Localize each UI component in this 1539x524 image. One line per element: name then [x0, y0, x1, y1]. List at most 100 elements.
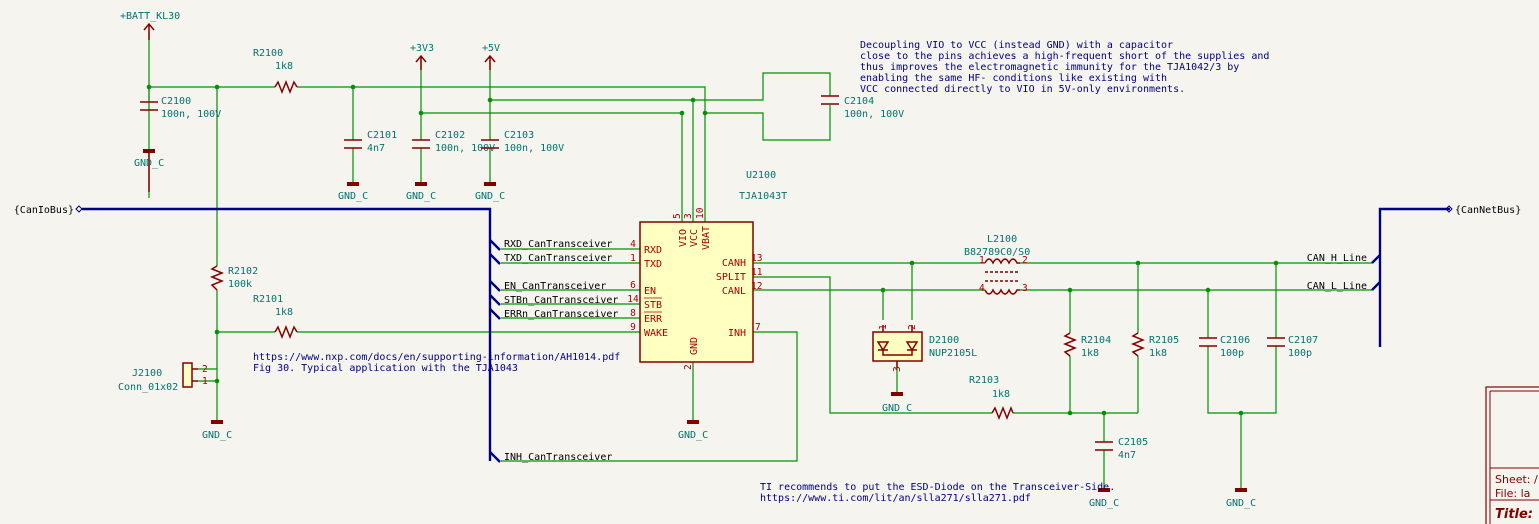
svg-text:https://www.ti.com/lit/an/slla: https://www.ti.com/lit/an/slla271/slla27… [760, 493, 1031, 504]
svg-text:100p: 100p [1220, 348, 1244, 359]
svg-text:WAKE: WAKE [644, 328, 668, 339]
svg-text:close to the pins achieves a h: close to the pins achieves a high-freque… [860, 51, 1269, 62]
net-label-rxd: RXD_CanTransceiver [504, 239, 612, 250]
svg-text:1k8: 1k8 [992, 389, 1010, 400]
svg-text:GND_C: GND_C [475, 191, 505, 202]
svg-text:3: 3 [1022, 283, 1028, 294]
net-label-canl: CAN_L_Line [1307, 281, 1367, 292]
file-label: File: la [1495, 487, 1530, 500]
svg-text:1: 1 [202, 376, 208, 387]
capacitor-c2105[interactable]: C2105 4n7 [1095, 437, 1148, 461]
svg-text:VIO: VIO [678, 229, 689, 247]
svg-text:CANL: CANL [722, 286, 746, 297]
svg-text:100k: 100k [228, 279, 252, 290]
capacitor-c2100[interactable]: C2100 100n, 100V [140, 87, 221, 120]
svg-text:R2103: R2103 [969, 375, 999, 386]
buses [82, 207, 1450, 463]
bus-port-left[interactable]: {CanIoBus} [14, 205, 83, 216]
power-5v: +5V [482, 43, 500, 70]
svg-text:TI recommends to put the ESD-D: TI recommends to put the ESD-Diode on th… [760, 482, 1115, 493]
svg-text:100n, 100V: 100n, 100V [504, 143, 564, 154]
sheet-label: Sheet: / [1495, 473, 1538, 486]
svg-text:R2101: R2101 [253, 294, 283, 305]
gnd-c2103: GND_C [475, 182, 505, 202]
ic-u2100[interactable]: U2100 TJA1043T RXD TXD EN STB ERR WAKE 4… [627, 170, 787, 370]
svg-text:GND_C: GND_C [202, 430, 232, 441]
svg-text:12: 12 [751, 281, 762, 292]
svg-text:CANH: CANH [722, 258, 746, 269]
svg-text:1k8: 1k8 [1081, 348, 1099, 359]
svg-text:GND_C: GND_C [406, 191, 436, 202]
svg-text:100p: 100p [1288, 348, 1312, 359]
capacitor-c2101[interactable]: C2101 4n7 [344, 130, 397, 154]
svg-text:NUP2105L: NUP2105L [929, 348, 977, 359]
resistor-r2102[interactable]: R2102 100k [209, 265, 258, 291]
svg-text:GND_C: GND_C [882, 403, 912, 414]
note-decoupling: Decoupling VIO to VCC (instead GND) with… [860, 40, 1269, 95]
bus-label-canio: {CanIoBus} [14, 205, 74, 216]
resistor-r2100[interactable]: R2100 1k8 [253, 48, 298, 95]
svg-text:VCC: VCC [689, 229, 700, 247]
svg-text:3: 3 [892, 366, 903, 372]
svg-text:2: 2 [683, 364, 694, 370]
capacitor-c2102[interactable]: C2102 100n, 100V [412, 130, 495, 154]
svg-text:13: 13 [751, 253, 762, 264]
svg-text:R2100: R2100 [253, 48, 283, 59]
capacitor-c2107[interactable]: C2107 100p [1267, 335, 1318, 359]
svg-text:4n7: 4n7 [1118, 450, 1136, 461]
svg-text:2: 2 [1022, 255, 1028, 266]
gnd-c2101: GND_C [338, 182, 368, 202]
bus-label-cannet: {CanNetBus} [1455, 205, 1521, 216]
svg-text:11: 11 [751, 267, 763, 278]
wires [148, 32, 1372, 480]
svg-text:4: 4 [979, 283, 985, 294]
choke-l2100[interactable]: 1 2 4 3 L2100 B82789C0/S0 [964, 234, 1030, 295]
svg-text:6: 6 [630, 280, 636, 291]
svg-text:GND_C: GND_C [338, 191, 368, 202]
svg-text:GND_C: GND_C [678, 430, 708, 441]
gnd-c2102: GND_C [406, 182, 436, 202]
capacitor-c2106[interactable]: C2106 100p [1199, 335, 1250, 359]
svg-text:C2106: C2106 [1220, 335, 1250, 346]
net-label-txd: TXD_CanTransceiver [504, 253, 612, 264]
svg-text:2: 2 [202, 364, 208, 375]
svg-text:R2104: R2104 [1081, 335, 1111, 346]
svg-text:GND_C: GND_C [1226, 498, 1256, 509]
svg-text:3: 3 [683, 213, 694, 219]
svg-text:VBAT: VBAT [701, 226, 712, 250]
svg-text:7: 7 [755, 322, 761, 333]
gnd-c2100: GND_C [134, 149, 164, 192]
svg-text:D2100: D2100 [929, 335, 959, 346]
svg-text:C2101: C2101 [367, 130, 397, 141]
svg-text:8: 8 [630, 308, 636, 319]
svg-text:enabling the same HF- conditio: enabling the same HF- conditions like ex… [860, 73, 1167, 84]
svg-text:10: 10 [695, 207, 706, 219]
svg-text:1k8: 1k8 [275, 307, 293, 318]
capacitor-c2104[interactable]: C2104 100n, 100V [821, 95, 904, 120]
svg-text:1: 1 [979, 255, 985, 266]
bus-port-right[interactable]: {CanNetBus} [1445, 205, 1521, 216]
power-batt: +BATT_KL30 [120, 11, 180, 40]
resistor-r2103[interactable]: R2103 1k8 [969, 375, 1014, 421]
connector-j2100[interactable]: 2 1 J2100 Conn_01x02 [118, 362, 208, 393]
gnd-d2100: GND_C [882, 392, 912, 414]
svg-text:ERR: ERR [644, 314, 663, 325]
svg-text:14: 14 [627, 294, 639, 305]
junctions [146, 84, 1279, 416]
svg-text:4: 4 [630, 239, 636, 250]
diode-d2100[interactable]: 1 2 3 D2100 NUP2105L [872, 324, 977, 372]
svg-text:100n, 100V: 100n, 100V [435, 143, 495, 154]
note-ti: TI recommends to put the ESD-Diode on th… [760, 482, 1115, 504]
svg-text:1: 1 [630, 253, 636, 264]
net-labels: RXD_CanTransceiver TXD_CanTransceiver EN… [504, 239, 1367, 463]
capacitor-c2103[interactable]: C2103 100n, 100V [481, 130, 564, 154]
note-nxp: https://www.nxp.com/docs/en/supporting-i… [253, 352, 620, 374]
svg-text:J2100: J2100 [132, 368, 162, 379]
resistor-r2101[interactable]: R2101 1k8 [253, 294, 298, 340]
svg-text:100n, 100V: 100n, 100V [844, 109, 904, 120]
resistor-r2105[interactable]: R2105 1k8 [1130, 332, 1179, 359]
svg-text:2: 2 [907, 324, 918, 330]
svg-text:SPLIT: SPLIT [716, 272, 746, 283]
resistor-r2104[interactable]: R2104 1k8 [1062, 332, 1111, 359]
